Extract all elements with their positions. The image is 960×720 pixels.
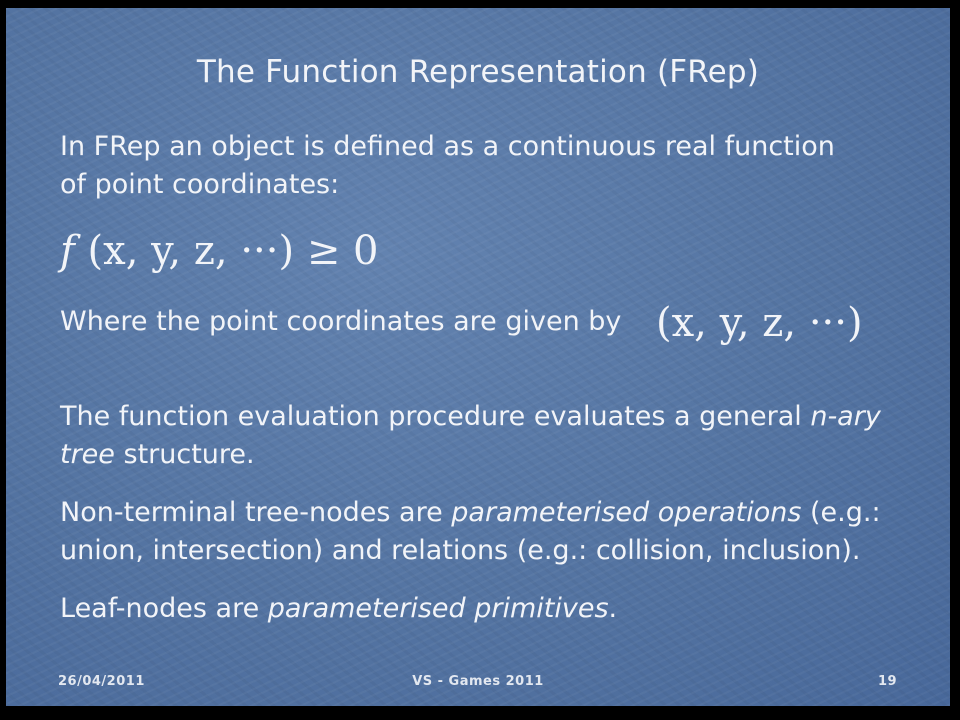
intro-line-2: of point coordinates:	[60, 169, 340, 200]
nonterminal-line-1: Non-terminal tree-nodes are parameterise…	[60, 494, 881, 532]
tree-emphasis: tree	[60, 439, 115, 470]
formula-relation: ≥ 0	[306, 228, 379, 274]
evaluation-line-2: tree structure.	[60, 436, 881, 474]
nonterminal-text: Non-terminal tree-nodes are	[60, 497, 452, 528]
leaf-period: .	[608, 593, 618, 624]
where-text: Where the point coordinates are given by	[60, 306, 622, 337]
intro-paragraph: In FRep an object is defined as a contin…	[60, 128, 835, 204]
leaf-line: Leaf-nodes are parameterised primitives.	[60, 590, 617, 628]
formula-function-name: f	[60, 228, 75, 274]
evaluation-line-1: The function evaluation procedure evalua…	[60, 398, 881, 436]
structure-text: structure.	[114, 439, 255, 470]
leaf-paragraph: Leaf-nodes are parameterised primitives.	[60, 590, 617, 628]
nary-emphasis: n-ary	[810, 401, 881, 432]
nonterminal-line-2: union, intersection) and relations (e.g.…	[60, 535, 861, 566]
slide-title: The Function Representation (FRep)	[196, 54, 760, 90]
leaf-text: Leaf-nodes are	[60, 593, 268, 624]
footer-date: 26/04/2011	[58, 674, 145, 689]
evaluation-text: The function evaluation procedure evalua…	[60, 401, 811, 432]
evaluation-paragraph: The function evaluation procedure evalua…	[60, 398, 881, 474]
footer-page-number: 19	[878, 674, 898, 689]
operations-emphasis: parameterised operations	[451, 497, 802, 528]
footer-event: VS - Games 2011	[412, 674, 544, 689]
coordinate-tuple: (x, y, z, ···)	[656, 300, 863, 346]
presentation-slide: The Function Representation (FRep) In FR…	[6, 8, 950, 706]
formula-arguments: (x, y, z, ···)	[87, 228, 295, 274]
eg-text: (e.g.:	[801, 497, 881, 528]
inequality-formula: f (x, y, z, ···) ≥ 0	[60, 228, 379, 274]
nonterminal-paragraph: Non-terminal tree-nodes are parameterise…	[60, 494, 881, 570]
intro-line-1: In FRep an object is defined as a contin…	[60, 131, 835, 162]
primitives-emphasis: parameterised primitives	[267, 593, 609, 624]
